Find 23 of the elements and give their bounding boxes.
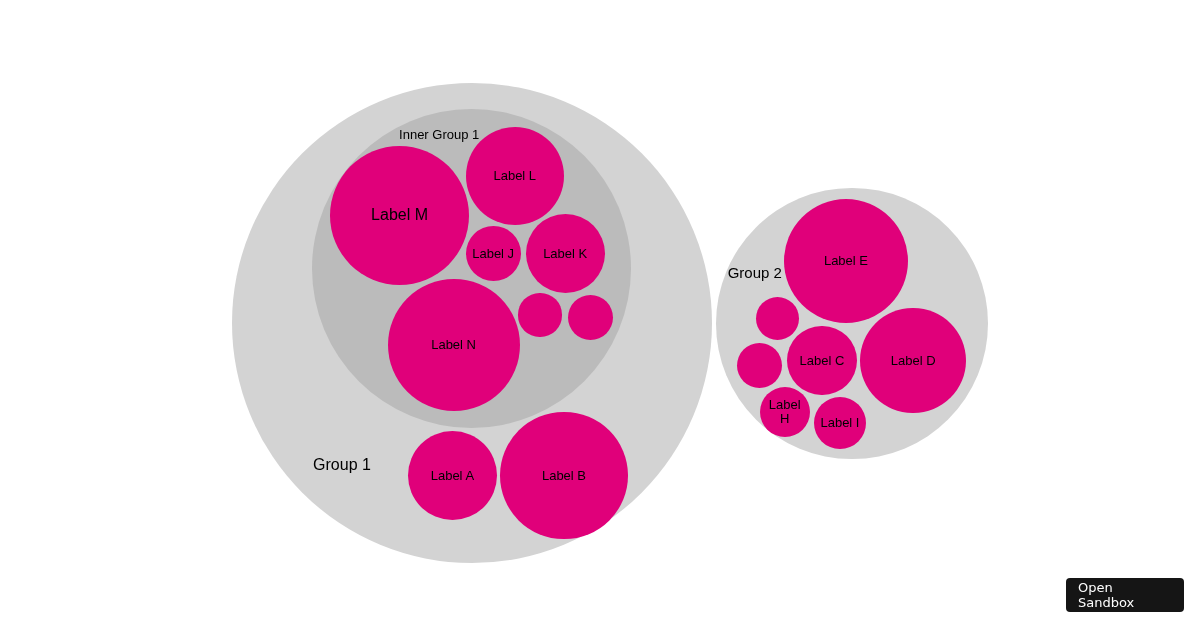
bubble: [518, 293, 562, 337]
bubble-label: Label E: [822, 253, 869, 269]
open-sandbox-button: Open Sandbox: [1066, 578, 1184, 612]
bubble-label: Label D: [889, 353, 937, 368]
bubble-label: Label I: [819, 415, 861, 431]
group-label: Group 2: [727, 264, 782, 282]
bubble-label: Label A: [429, 468, 476, 483]
group-label: Inner Group 1: [399, 127, 480, 143]
bubble: [787, 325, 857, 396]
bubble-label: Label M: [370, 206, 430, 225]
bubble-label: Label L: [492, 168, 538, 183]
bubble: [759, 387, 810, 438]
bubble-label: Label H: [767, 397, 802, 427]
bubble-label: Label K: [542, 246, 589, 261]
bubble: [736, 342, 783, 389]
bubble-label: Label N: [430, 337, 477, 353]
bubble: [756, 297, 800, 341]
bubble-label: Label J: [471, 246, 516, 261]
bubble: [567, 294, 614, 341]
bubble-label: Label C: [798, 353, 846, 368]
bubble-label: Label B: [540, 468, 587, 483]
bubble: [465, 226, 521, 282]
group-label: Group 1: [313, 456, 371, 474]
